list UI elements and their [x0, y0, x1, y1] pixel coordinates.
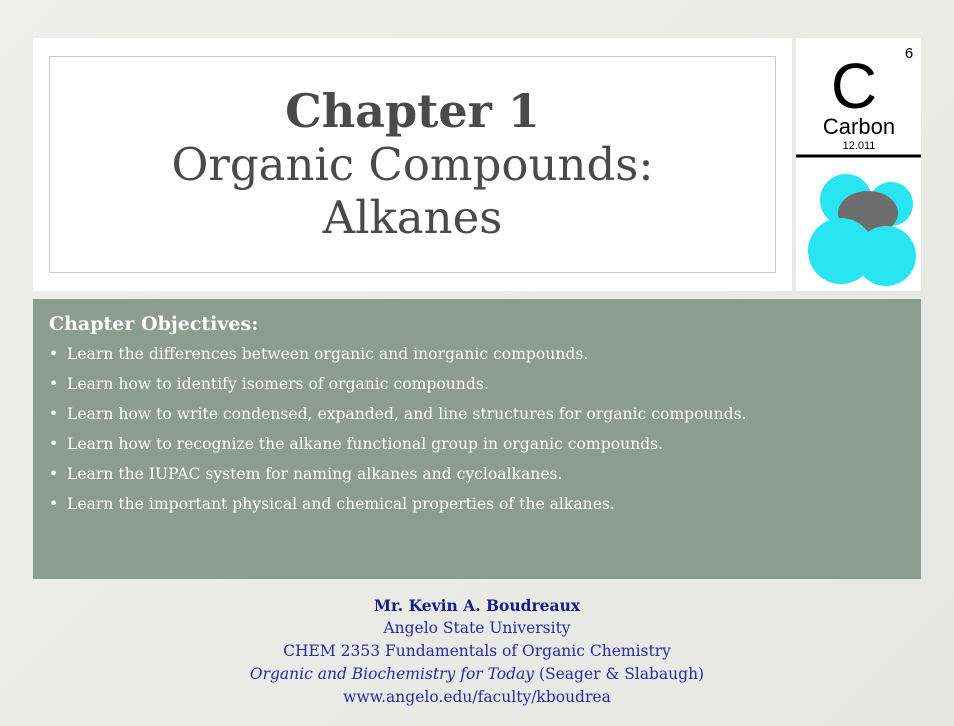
objectives-panel: Chapter Objectives: Learn the difference…: [33, 299, 921, 579]
chapter-title: Chapter 1: [285, 83, 540, 138]
course-name: CHEM 2353 Fundamentals of Organic Chemis…: [283, 642, 671, 660]
footer-credits: Mr. Kevin A. Boudreaux Angelo State Univ…: [0, 594, 954, 709]
textbook-citation: Organic and Biochemistry for Today (Seag…: [0, 663, 954, 686]
objectives-heading: Chapter Objectives:: [49, 313, 259, 335]
university-name: Angelo State University: [383, 619, 571, 637]
chapter-subtitle-line2: Alkanes: [322, 190, 503, 244]
element-symbol: C: [831, 50, 877, 122]
title-inner-border: Chapter 1 Organic Compounds: Alkanes: [49, 56, 776, 273]
atomic-mass: 12.011: [843, 140, 876, 152]
title-box: Chapter 1 Organic Compounds: Alkanes: [33, 38, 792, 291]
methane-spacefill-icon: [808, 174, 916, 286]
objective-item: Learn how to recognize the alkane functi…: [49, 429, 901, 459]
element-name: Carbon: [823, 114, 895, 139]
textbook-title: Organic and Biochemistry for Today: [249, 665, 535, 683]
carbon-element-tile: C 6 Carbon 12.011: [796, 38, 921, 291]
carbon-tile-graphic: C 6 Carbon 12.011: [796, 45, 921, 286]
atomic-number: 6: [905, 45, 913, 62]
objective-item: Learn how to write condensed, expanded, …: [49, 399, 901, 429]
author-name: Mr. Kevin A. Boudreaux: [373, 596, 581, 615]
objective-item: Learn the IUPAC system for naming alkane…: [49, 459, 901, 489]
chapter-subtitle-line1: Organic Compounds:: [171, 137, 654, 191]
objective-item: Learn the differences between organic an…: [49, 339, 901, 369]
website-url: www.angelo.edu/faculty/kboudrea: [343, 688, 611, 706]
objective-item: Learn the important physical and chemica…: [49, 489, 901, 519]
textbook-authors: (Seager & Slabaugh): [534, 665, 705, 683]
objective-item: Learn how to identify isomers of organic…: [49, 369, 901, 399]
objectives-list: Learn the differences between organic an…: [49, 339, 901, 519]
